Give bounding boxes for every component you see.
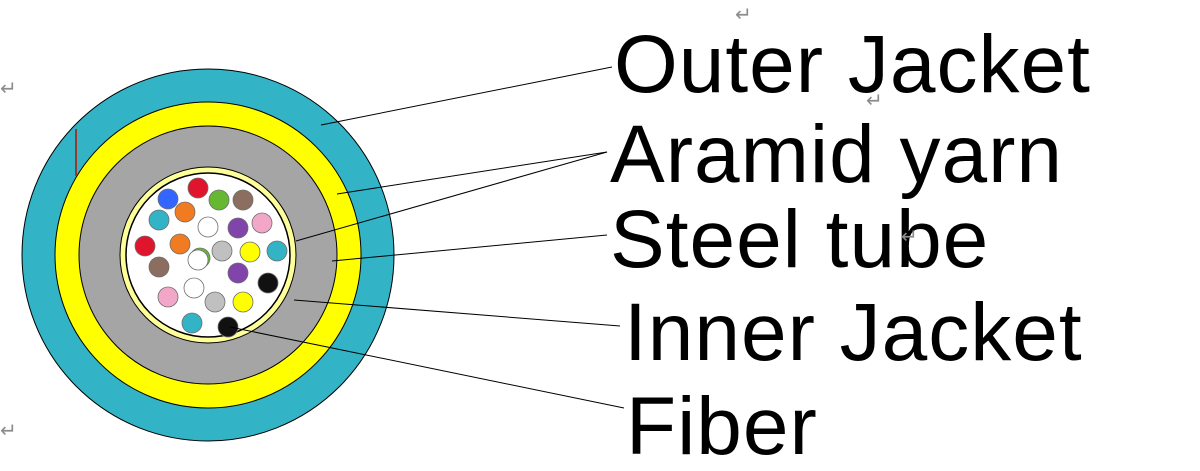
paragraph-return-mark: ↵ xyxy=(0,418,17,442)
paragraph-return-mark: ↵ xyxy=(866,88,883,112)
paragraph-return-mark: ↵ xyxy=(0,76,17,100)
fiber-brown xyxy=(148,256,170,278)
label-steel-tube: Steel tube xyxy=(610,194,990,285)
fiber-cyan xyxy=(266,240,288,262)
fiber-red xyxy=(134,235,156,257)
fiber-black xyxy=(217,316,239,338)
fiber-cyan xyxy=(181,312,203,334)
leader-line-steel-tube xyxy=(331,234,608,262)
fiber-pink xyxy=(157,286,179,308)
fiber-yellow xyxy=(239,241,261,263)
fiber-yellow xyxy=(232,291,254,313)
fiber-purple xyxy=(227,217,249,239)
fiber-green xyxy=(208,189,230,211)
leader-lines xyxy=(229,66,625,409)
label-aramid-yarn: Aramid yarn xyxy=(610,109,1064,200)
leader-line-inner-jacket xyxy=(293,299,621,327)
fiber-black xyxy=(257,272,279,294)
fiber-gray xyxy=(204,291,226,313)
fiber-white xyxy=(187,249,209,271)
fiber-white xyxy=(183,277,205,299)
fiber-orange xyxy=(174,201,196,223)
fiber-cyan xyxy=(148,209,170,231)
leader-line-outer-jacket xyxy=(320,66,613,126)
label-outer-jacket: Outer Jacket xyxy=(614,19,1091,110)
fiber-gray xyxy=(211,240,233,262)
fiber-brown xyxy=(232,189,254,211)
fiber-pink xyxy=(251,212,273,234)
fiber-white xyxy=(197,216,219,238)
label-fiber: Fiber xyxy=(626,381,818,471)
fiber-group xyxy=(134,177,288,338)
fiber-orange xyxy=(169,233,191,255)
fiber-red xyxy=(187,177,209,199)
paragraph-return-mark: ↵ xyxy=(901,224,918,248)
leader-line-fiber xyxy=(229,326,625,409)
leader-line-aramid-yarn-1 xyxy=(336,151,608,195)
fiber-purple xyxy=(227,262,249,284)
paragraph-return-mark: ↵ xyxy=(735,2,752,26)
label-inner-jacket: Inner Jacket xyxy=(624,287,1083,378)
fiber-blue xyxy=(157,188,179,210)
leader-line-aramid-yarn-2 xyxy=(295,151,608,242)
